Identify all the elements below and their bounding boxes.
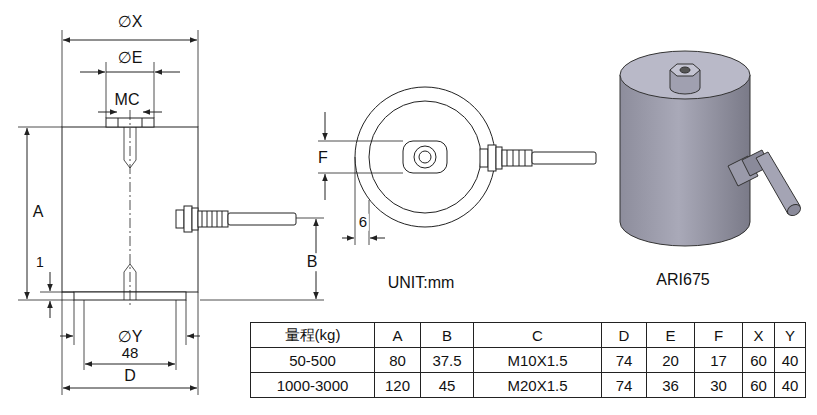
- unit-note: UNIT:mm: [386, 274, 457, 292]
- dimension-label: 1: [34, 255, 46, 270]
- dimension-label: 48: [120, 345, 141, 362]
- table-header: A: [392, 327, 402, 344]
- table-cell: 45: [421, 373, 474, 398]
- table-cell: 60: [743, 348, 775, 373]
- table-cell: B: [421, 323, 474, 348]
- spec-table: 量程(kg) A B C D E F X Y 50-500 80 37.5 M10X1.5 74 20 17 6…: [250, 322, 806, 398]
- table-value: M20X1.5: [507, 377, 567, 394]
- dimension-label: B: [305, 253, 320, 271]
- table-cell: C: [474, 323, 602, 348]
- table-value: M10X1.5: [507, 352, 567, 369]
- table-cell: 17: [695, 348, 743, 373]
- table-cell: 37.5: [421, 348, 474, 373]
- table-value: 17: [710, 352, 727, 369]
- table-cell: 120: [375, 373, 421, 398]
- table-cell: F: [695, 323, 743, 348]
- dimension-label: MC: [113, 91, 142, 109]
- table-value: 60: [750, 377, 767, 394]
- table-cell: 1000-3000: [251, 373, 375, 398]
- table-cell: D: [602, 323, 647, 348]
- table-value: 45: [439, 377, 456, 394]
- table-cell: 40: [775, 373, 806, 398]
- table-value: 40: [782, 352, 799, 369]
- dimension-label: ∅X: [116, 13, 145, 31]
- table-value: 60: [750, 352, 767, 369]
- table-value: 40: [782, 377, 799, 394]
- dimension-label: A: [31, 203, 46, 221]
- table-value: 36: [662, 377, 679, 394]
- table-cell: 74: [602, 348, 647, 373]
- table-cell: A: [375, 323, 421, 348]
- table-value: 74: [616, 377, 633, 394]
- table-cell: X: [743, 323, 775, 348]
- table-cell: 80: [375, 348, 421, 373]
- table-value: 120: [385, 377, 410, 394]
- table-cell: 36: [647, 373, 695, 398]
- table-cell: 60: [743, 373, 775, 398]
- table-cell: 量程(kg): [251, 323, 375, 348]
- table-header: B: [442, 327, 452, 344]
- table-header: 量程(kg): [285, 326, 341, 343]
- table-cell: 74: [602, 373, 647, 398]
- table-header: C: [532, 327, 543, 344]
- table-header: X: [753, 327, 763, 344]
- table-header: E: [665, 327, 675, 344]
- table-cell: M10X1.5: [474, 348, 602, 373]
- table-header: F: [714, 327, 723, 344]
- table-cell: 40: [775, 348, 806, 373]
- dimension-label: ∅E: [116, 49, 145, 67]
- model-name: ARI675: [654, 271, 711, 289]
- table-header: D: [619, 327, 630, 344]
- table-value: 20: [662, 352, 679, 369]
- table-cell: M20X1.5: [474, 373, 602, 398]
- table-cell: Y: [775, 323, 806, 348]
- dimension-label: F: [316, 149, 330, 167]
- table-cell: 30: [695, 373, 743, 398]
- dimension-label: 6: [357, 214, 369, 231]
- table-value: 50-500: [289, 352, 336, 369]
- dimension-label: ∅Y: [116, 328, 145, 346]
- dimension-label: D: [122, 367, 138, 385]
- table-cell: 20: [647, 348, 695, 373]
- table-cell: E: [647, 323, 695, 348]
- table-value: 80: [389, 352, 406, 369]
- table-value: 30: [710, 377, 727, 394]
- table-value: 74: [616, 352, 633, 369]
- table-value: 37.5: [432, 352, 461, 369]
- table-cell: 50-500: [251, 348, 375, 373]
- table-header: Y: [785, 327, 795, 344]
- table-value: 1000-3000: [277, 377, 349, 394]
